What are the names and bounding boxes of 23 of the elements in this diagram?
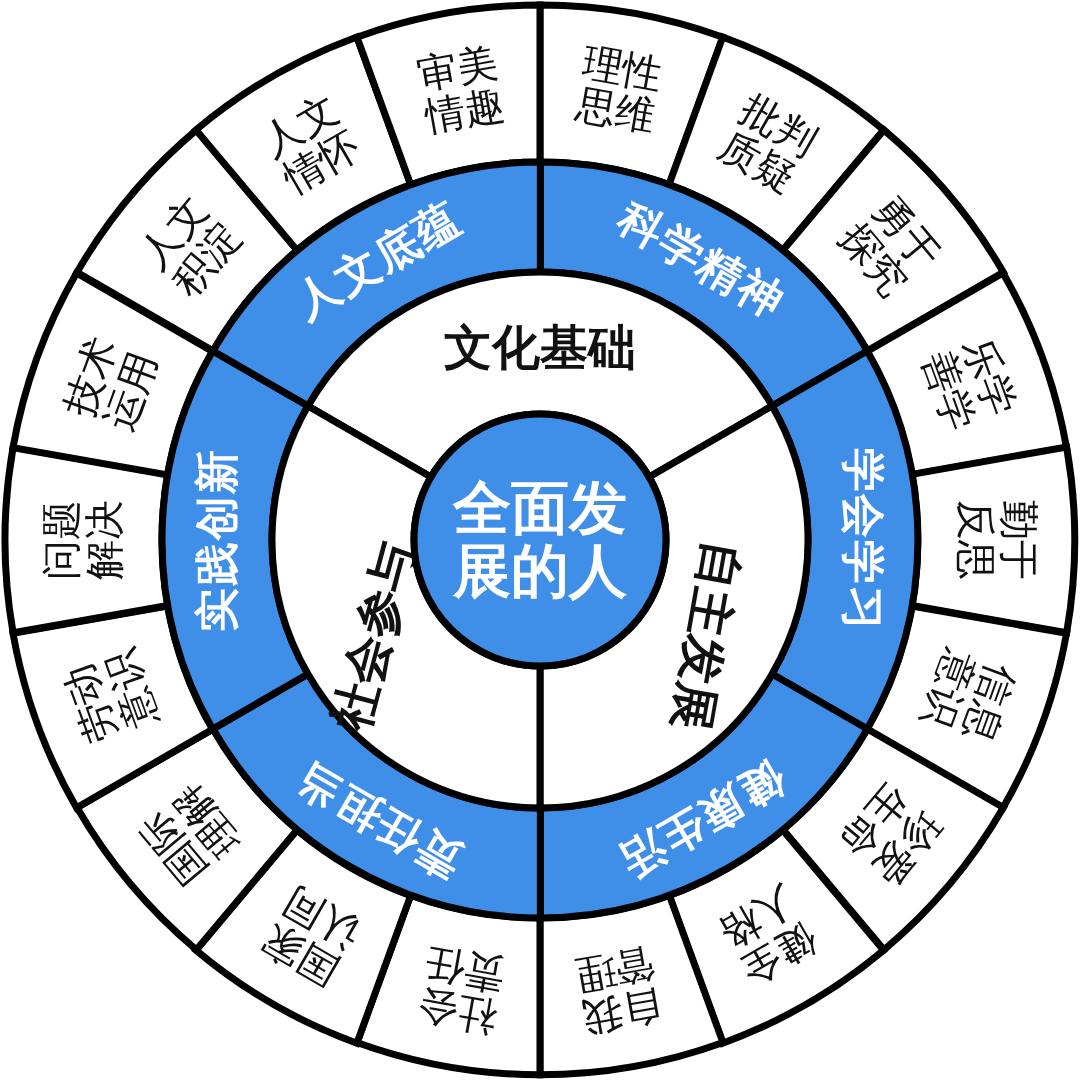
segment-label: 勇于探究 <box>831 187 949 305</box>
segment-label: 珍爱生命 <box>831 775 949 893</box>
segment-label: 技术运用 <box>56 331 165 437</box>
segment-label: 人文情怀 <box>255 86 368 202</box>
segment-label: 实践创新 <box>193 448 241 632</box>
segment-label: 信息意识 <box>915 643 1024 749</box>
segment-label: 勤于反思 <box>953 500 1041 580</box>
segment-label: 文化基础 <box>444 322 636 374</box>
segment-label: 问题解决 <box>39 500 127 580</box>
segment-label: 健全人格 <box>712 878 825 994</box>
segment-label: 劳动意识 <box>56 643 165 749</box>
segment-label: 批判质疑 <box>712 86 825 202</box>
segment-label: 全面发展的人 <box>453 477 627 603</box>
segment-label: 理性思维 <box>572 40 667 140</box>
segment-label: 乐学善学 <box>915 331 1024 437</box>
segment-label: 社会责任 <box>413 940 508 1040</box>
segment-label: 国际理解 <box>131 775 249 893</box>
segment-label: 学会学习 <box>839 448 887 632</box>
segment-label: 国家认同 <box>255 878 368 994</box>
segment-label: 自我管理 <box>572 940 667 1040</box>
segment-label: 人文积淀 <box>131 187 249 305</box>
segment-label: 审美情趣 <box>413 40 508 140</box>
segment-label: 自主发展 <box>664 536 749 736</box>
